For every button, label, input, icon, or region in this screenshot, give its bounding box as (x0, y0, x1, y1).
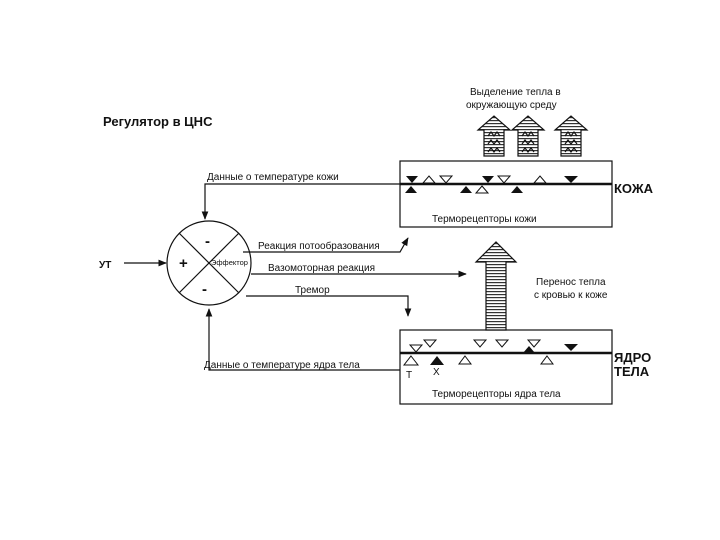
sign-bottom: - (202, 281, 207, 298)
skin-temp-feedback-arrow (201, 183, 400, 220)
sign-top: - (205, 233, 210, 250)
regulator: - + - Эффектор (166, 220, 252, 306)
heat-release-label-2: окружающую среду (466, 100, 557, 111)
core-label-2: ТЕЛА (614, 364, 650, 379)
skin-label: КОЖА (614, 181, 654, 196)
core-temp-feedback-arrow (205, 308, 400, 371)
core-label-1: ЯДРО (614, 350, 651, 365)
sign-left: + (179, 255, 188, 272)
tremor-arrow (246, 295, 412, 317)
heat-release-arrow (553, 115, 589, 157)
heat-transfer-arrow (474, 241, 518, 331)
heat-release-arrow (476, 115, 512, 157)
skin-thermoreceptors (405, 175, 578, 194)
skin-receptors-label: Терморецепторы кожи (432, 214, 537, 225)
marker-t: Т (406, 370, 412, 381)
input-ut-label: УТ (99, 260, 111, 271)
tremor-label: Тремор (295, 285, 330, 296)
skin-box (399, 160, 613, 228)
core-receptors-label: Терморецепторы ядра тела (432, 389, 561, 400)
heat-release-label-1: Выделение тепла в (470, 87, 561, 98)
diagram-title: Регулятор в ЦНС (103, 114, 213, 129)
vasomotor-label: Вазомоторная реакция (268, 263, 375, 274)
sweat-reaction-arrow (243, 237, 409, 253)
heat-transfer-label-1: Перенос тепла (536, 277, 606, 288)
regulator-circle (166, 220, 252, 306)
skin-temp-label: Данные о температуре кожи (207, 172, 339, 183)
core-temp-label: Данные о температуре ядра тела (204, 360, 360, 371)
heat-release-arrow (510, 115, 546, 157)
heat-transfer-label-2: с кровью к коже (534, 290, 608, 301)
core-thermoreceptors (402, 339, 578, 366)
effector-label: Эффектор (211, 258, 248, 267)
sweat-reaction-label: Реакция потообразования (258, 240, 380, 252)
marker-x: Х (433, 367, 440, 378)
heat-release-arrows (476, 115, 589, 157)
